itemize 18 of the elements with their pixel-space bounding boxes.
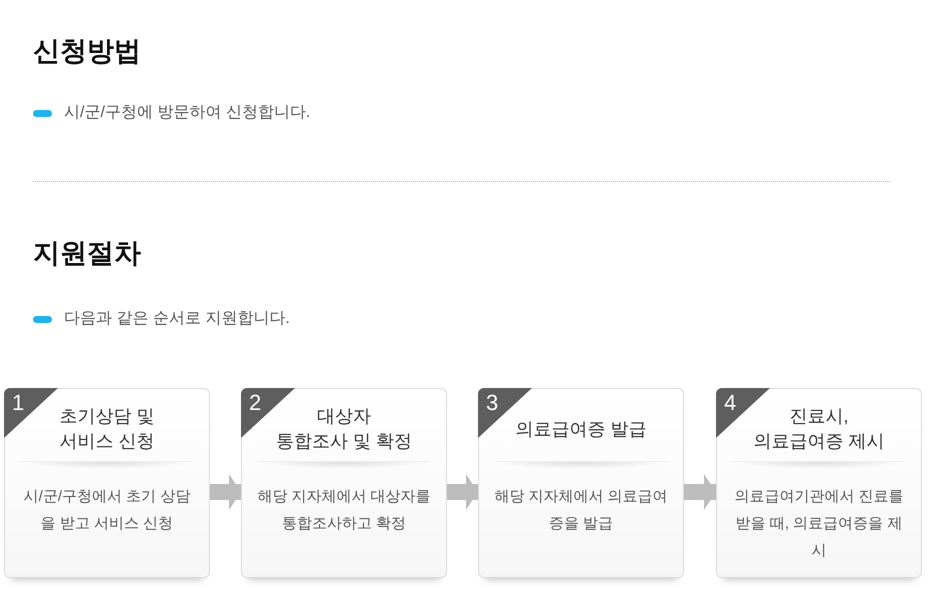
step-description: 해당 지자체에서 의료급여증을 발급 — [493, 487, 669, 534]
step-title: 초기상담 및 서비스 신청 — [59, 405, 154, 453]
step-card — [478, 388, 684, 578]
arrow — [210, 474, 241, 510]
step-description: 의료급여기관에서 진료를 받을 때, 의료급여증을 제시 — [733, 487, 905, 561]
step-card — [716, 388, 922, 578]
step-title: 의료급여증 발급 — [515, 418, 646, 440]
step-card — [241, 388, 447, 578]
intro-text: 시/군/구청에 방문하여 신청합니다. — [64, 103, 310, 123]
step-card — [4, 388, 210, 578]
section-heading: 신청방법 — [33, 35, 141, 68]
arrow — [447, 474, 478, 510]
arrow — [684, 474, 716, 510]
intro-text: 다음과 같은 순서로 지원합니다. — [64, 309, 290, 329]
section-heading: 지원절차 — [33, 237, 141, 270]
step-description: 해당 지자체에서 대상자를 통합조사하고 확정 — [256, 487, 432, 534]
step-number: 1 — [4, 388, 58, 438]
step-description: 시/군/구청에서 초기 상담을 받고 서비스 신청 — [22, 487, 192, 534]
